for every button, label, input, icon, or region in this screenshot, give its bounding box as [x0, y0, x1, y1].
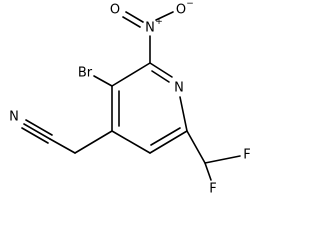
molecule-structure: O − N + O Br N N F F: [9, 0, 251, 197]
bond-chf2-f-right: [204, 155, 241, 164]
atom-nitro-oxygen-top: O: [176, 3, 186, 18]
bond-c4-ch2: [74, 130, 113, 154]
charge-nitro-nitrogen-plus: +: [155, 17, 163, 27]
bond-c2-n1-inner: [151, 70, 170, 83]
pyridine-ring-bonds: [111, 62, 188, 154]
bond-c6-c5: [149, 130, 188, 154]
bond-triple-c: [21, 127, 49, 144]
bond-c5-c4: [111, 130, 151, 154]
atom-ring-nitrogen: N: [174, 81, 184, 96]
bond-n1-c6: [179, 96, 188, 132]
atom-nitrile-nitrogen: N: [9, 110, 19, 125]
bond-c2-c3: [111, 62, 151, 87]
cyanomethyl-bonds: [21, 119, 113, 154]
difluoromethyl-bonds: [186, 130, 241, 181]
atom-fluorine-bottom: F: [209, 182, 216, 197]
atom-fluorine-right: F: [243, 148, 250, 163]
bond-chf2-f-bottom: [204, 162, 212, 181]
bond-c6-chf2: [186, 130, 206, 164]
bond-nitro-n-o-top: [155, 11, 174, 21]
atom-nitro-nitrogen: N: [145, 21, 155, 36]
nitro-group-bonds: [122, 11, 174, 64]
bond-c6-c5-inner: [150, 127, 181, 146]
bond-c2-n1: [149, 62, 173, 78]
bond-triple-a: [23, 123, 51, 140]
bond-nitro-n-o-left-b: [122, 16, 141, 28]
atom-nitro-oxygen-left: O: [110, 3, 120, 18]
bond-c3-br: [93, 75, 113, 87]
bond-ch2-cn: [49, 138, 76, 154]
charge-nitro-oxygen-minus: −: [186, 0, 194, 9]
bond-nitro-n-o-left-a: [125, 11, 144, 23]
atom-bromine: Br: [78, 66, 93, 81]
bond-triple-b: [25, 119, 53, 136]
